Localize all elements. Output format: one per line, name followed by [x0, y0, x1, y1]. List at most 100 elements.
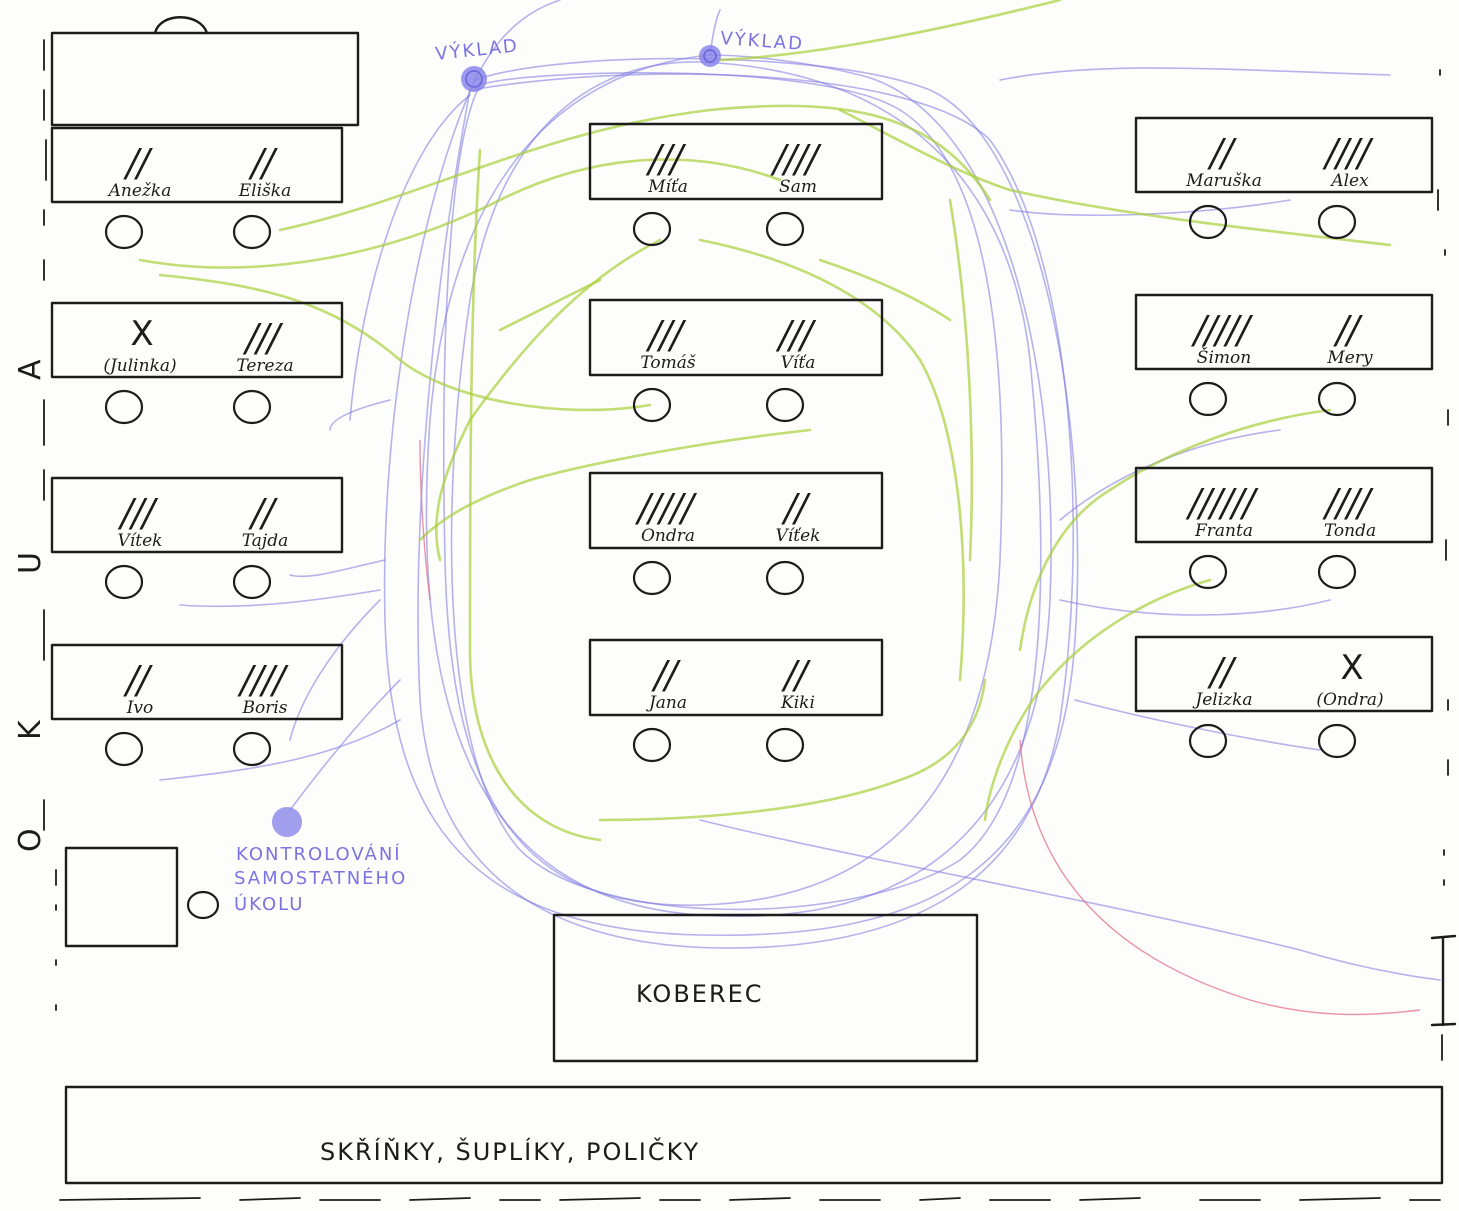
wall-letter: O — [13, 828, 48, 852]
student-chair — [232, 214, 272, 250]
student-chair — [232, 731, 272, 767]
desk-right-4: //Jelizka X(Ondra) — [1134, 635, 1434, 759]
student-chair — [765, 387, 805, 423]
desk-rect — [1134, 293, 1434, 371]
student-name: Mery — [1326, 348, 1373, 368]
check-label-line2: SAMOSTATNÉHO — [234, 867, 407, 889]
student-chair — [1188, 554, 1228, 590]
desk-rect — [1134, 116, 1434, 194]
red-path — [419, 439, 1421, 1016]
cupboards-label: SKŘÍŇKY, ŠUPLÍKY, POLIČKY — [320, 1136, 700, 1166]
desk-left-2: X(Julinka) ///Tereza — [50, 301, 344, 425]
absent-mark: X — [1340, 648, 1363, 688]
student-chair — [765, 727, 805, 763]
student-name: (Ondra) — [1316, 690, 1383, 710]
stop-dot-ring — [703, 49, 717, 63]
tally-mark: // — [247, 141, 278, 185]
tally-mark: ///// — [1190, 308, 1253, 352]
student-chair — [632, 211, 672, 247]
side-table-seat — [186, 890, 220, 920]
tally-mark: // — [1206, 650, 1237, 694]
stop-dot-ring — [465, 70, 483, 88]
tally-mark: // — [122, 658, 153, 702]
student-chair — [765, 211, 805, 247]
stop-dot — [699, 45, 721, 67]
student-name: Eliška — [238, 181, 291, 201]
wall-letter: U — [13, 552, 48, 574]
desk-rect — [1134, 635, 1434, 713]
check-label-line3: ÚKOLU — [234, 893, 304, 915]
check-work-stop: KONTROLOVÁNÍ SAMOSTATNÉHO ÚKOLU — [234, 807, 407, 915]
tally-mark: //// — [1321, 131, 1373, 175]
desk-rect — [588, 471, 884, 550]
tally-mark: ///// — [634, 486, 697, 530]
check-label-line1: KONTROLOVÁNÍ — [236, 843, 402, 865]
student-name: Vítek — [118, 531, 163, 551]
student-name: Ivo — [126, 698, 154, 718]
student-name: Šimon — [1197, 347, 1251, 368]
student-name: Alex — [1329, 171, 1369, 191]
side-table-rect — [64, 846, 179, 948]
student-desks: //Anežka//EliškaX(Julinka)///Tereza///Ví… — [50, 116, 1434, 767]
student-name: Ondra — [641, 526, 695, 546]
student-chair — [104, 731, 144, 767]
student-name: Kiki — [780, 693, 815, 713]
student-chair — [104, 214, 144, 250]
student-chair — [1188, 381, 1228, 417]
student-name: Víťek — [776, 526, 821, 546]
teacher-chair — [153, 16, 209, 35]
desk-left-4: //Ivo////Boris — [50, 643, 344, 767]
desk-rect — [50, 301, 344, 379]
explanation-label-left: VÝKLAD — [434, 34, 520, 65]
tally-mark: /// — [117, 491, 159, 535]
tally-mark: // — [1206, 131, 1237, 175]
teacher-desk-rect — [50, 31, 360, 127]
student-chair — [632, 560, 672, 596]
student-name: Tereza — [236, 356, 293, 376]
tally-mark: /// — [645, 313, 687, 357]
desk-middle-3: /////Ondra//Víťek — [588, 471, 884, 596]
desk-middle-4: //Jana//Kiki — [588, 638, 884, 763]
student-chair — [1317, 723, 1357, 759]
window-wall-label: A U K O — [13, 359, 48, 852]
student-name: Jana — [646, 693, 687, 713]
desk-rect — [588, 122, 884, 201]
tally-mark: // — [247, 491, 278, 535]
wall-letter: K — [13, 719, 48, 740]
stop-dot — [461, 66, 487, 92]
student-name: Tonda — [1324, 521, 1376, 541]
tally-mark: //// — [236, 658, 288, 702]
desk-left-3: ///Vítek //Tajda — [50, 476, 344, 600]
tally-mark: /// — [775, 313, 817, 357]
desk-rect — [50, 476, 344, 554]
tally-mark: // — [780, 653, 811, 697]
carpet-label: KOBEREC — [636, 980, 764, 1008]
student-chair — [1317, 204, 1357, 240]
tally-mark: //// — [769, 137, 821, 181]
classroom-walls — [43, 39, 1457, 1201]
student-name: Tajda — [242, 531, 288, 551]
student-name: Anežka — [107, 181, 172, 201]
student-chair — [104, 564, 144, 600]
teacher-path-blue — [159, 0, 1441, 981]
student-name: Sam — [779, 177, 817, 197]
cupboards: SKŘÍŇKY, ŠUPLÍKY, POLIČKY — [64, 1085, 1444, 1185]
side-table — [64, 846, 220, 948]
explanation-label-right: VÝKLAD — [720, 27, 805, 55]
absent-mark: X — [130, 314, 153, 354]
desk-left-1: //Anežka//Eliška — [50, 126, 344, 250]
tally-mark: // — [122, 141, 153, 185]
desk-rect — [50, 643, 344, 721]
student-name: Maruška — [1185, 171, 1262, 191]
student-name: Tomáš — [640, 353, 696, 373]
tally-mark: //// — [1321, 481, 1373, 525]
student-name: Víťa — [781, 353, 816, 373]
tally-mark: /// — [242, 316, 284, 360]
desk-rect — [588, 638, 884, 717]
student-name: (Julinka) — [103, 356, 176, 376]
cupboards-rect — [64, 1085, 1444, 1185]
student-name: Franta — [1194, 521, 1253, 541]
student-name: Jelizka — [1192, 690, 1252, 710]
student-name: Míťa — [647, 177, 688, 197]
